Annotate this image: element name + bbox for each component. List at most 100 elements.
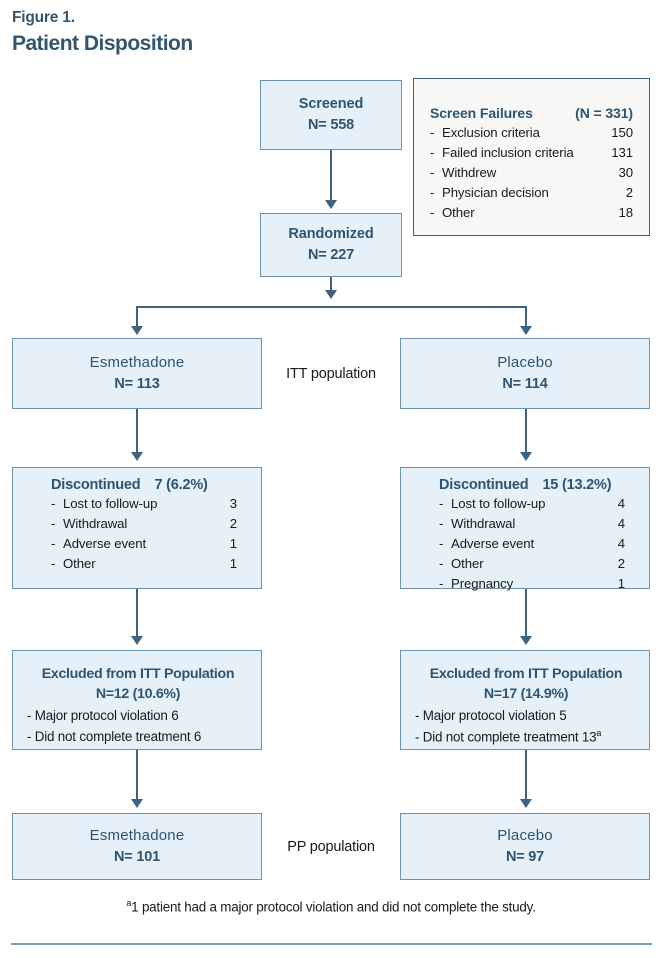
discontinued-right-value: 15 (13.2%): [542, 477, 612, 493]
panel-excluded-placebo: Excluded from ITT Population N=17 (14.9%…: [400, 650, 650, 750]
connector-excluded-right-pp: [525, 750, 527, 805]
list-item-value: 1: [229, 536, 237, 552]
bullet-dash: -: [439, 536, 444, 552]
arrowhead-itt-left: [131, 326, 143, 335]
list-item-value: 4: [617, 536, 625, 552]
bottom-divider: [11, 943, 652, 945]
node-itt-esmethadone-count: N= 113: [114, 375, 160, 392]
list-item-label: Withdrawal: [451, 516, 516, 532]
bullet-dash: -: [430, 125, 435, 140]
bullet-dash: -: [439, 496, 444, 511]
list-item-label: Lost to follow-up: [451, 496, 546, 511]
bullet-dash: -: [439, 516, 444, 532]
node-itt-esmethadone-title: Esmethadone: [89, 354, 185, 372]
list-item: - Other 1: [51, 554, 239, 574]
list-item-label: Exclusion criteria: [442, 125, 540, 140]
bullet-dash: -: [430, 185, 435, 201]
connector-split-horizontal: [136, 306, 526, 308]
list-item-value: 150: [611, 125, 633, 140]
arrowhead-excluded-right: [520, 636, 532, 645]
discontinued-right-heading: Discontinued: [439, 477, 529, 493]
connector-discontinued-left-excluded: [136, 589, 138, 641]
node-pp-placebo-count: N= 97: [505, 848, 545, 865]
arrowhead-discontinued-right: [520, 452, 532, 461]
arrowhead-discontinued-left: [131, 452, 143, 461]
list-item-label: Failed inclusion criteria: [442, 145, 574, 161]
node-itt-placebo-count: N= 114: [502, 375, 548, 392]
bullet-dash: -: [430, 205, 435, 221]
list-item: - Adverse event 4: [439, 534, 627, 554]
arrowhead-itt-right: [520, 326, 532, 335]
list-item: - Withdrew 30: [430, 163, 635, 183]
node-pp-esmethadone: Esmethadone N= 101: [12, 813, 262, 880]
list-item-value: 131: [611, 145, 633, 161]
arrowhead-randomized: [325, 200, 337, 209]
connector-split-right: [525, 306, 527, 332]
footnote-text: 1 patient had a major protocol violation…: [131, 899, 536, 915]
bullet-dash: -: [51, 496, 56, 511]
list-item-label: Adverse event: [451, 536, 535, 552]
node-itt-esmethadone: Esmethadone N= 113: [12, 338, 262, 409]
node-itt-placebo-title: Placebo: [497, 354, 553, 372]
list-item-label: Physician decision: [442, 185, 549, 201]
node-itt-placebo: Placebo N= 114: [400, 338, 650, 409]
list-item-value: 3: [229, 496, 237, 511]
list-item-label: Lost to follow-up: [63, 496, 158, 511]
list-item: - Lost to follow-up 4: [439, 494, 627, 514]
figure-footnote: a1 patient had a major protocol violatio…: [0, 898, 662, 914]
list-item-label: Other: [63, 556, 96, 572]
list-item-label: Adverse event: [63, 536, 147, 552]
list-item-label: Withdrew: [442, 165, 497, 181]
list-item: - Major protocol violation 5: [415, 707, 567, 723]
arrowhead-randomized-stem: [325, 290, 337, 299]
node-pp-placebo: Placebo N= 97: [400, 813, 650, 880]
panel-discontinued-placebo: Discontinued 15 (13.2%) - Lost to follow-…: [400, 467, 650, 591]
list-item: - Other 18: [430, 203, 635, 223]
page-title: Patient Disposition: [12, 32, 193, 55]
list-item: - Adverse event 1: [51, 534, 239, 554]
node-pp-esmethadone-title: Esmethadone: [89, 827, 185, 845]
list-item: - Exclusion criteria 150: [430, 123, 635, 143]
list-item: - Withdrawal 2: [51, 514, 239, 534]
list-item: - Lost to follow-up 3: [51, 494, 239, 514]
node-randomized: Randomized N= 227: [260, 213, 402, 277]
list-item-label: Other: [451, 556, 484, 572]
list-item: - Major protocol violation 6: [27, 707, 179, 723]
footnote-marker: a: [596, 727, 602, 738]
panel-screen-failures: Screen Failures (N = 331) - Exclusion cr…: [413, 78, 650, 236]
label-itt-population: ITT population: [286, 366, 376, 382]
arrowhead-pp-right: [520, 799, 532, 808]
list-item: - Failed inclusion criteria 131: [430, 143, 635, 163]
list-item-value: 18: [618, 205, 634, 221]
discontinued-left-value: 7 (6.2%): [154, 477, 208, 493]
list-item-value: 1: [617, 576, 625, 592]
list-item-label: Withdrawal: [63, 516, 128, 532]
footnote-marker: a: [126, 898, 132, 908]
connector-randomized-stem: [330, 277, 332, 297]
list-item-label: Pregnancy: [451, 576, 514, 592]
list-item: - Withdrawal 4: [439, 514, 627, 534]
node-pp-esmethadone-count: N= 101: [114, 848, 160, 865]
list-item-footnoted: - Did not complete treatment 13a: [415, 727, 637, 748]
bullet-dash: -: [430, 165, 435, 181]
list-item: - Other 2: [439, 554, 627, 574]
node-screened-count: N= 558: [308, 117, 354, 133]
excluded-right-count: N=17 (14.9%): [483, 685, 569, 702]
list-item-value: 4: [617, 496, 625, 511]
excluded-right-title: Excluded from ITT Population: [429, 666, 623, 682]
bullet-dash: -: [51, 536, 56, 552]
connector-itt-right-discontinued: [525, 409, 527, 457]
screen-failures-heading: Screen Failures: [430, 105, 533, 121]
arrowhead-pp-left: [131, 799, 143, 808]
list-item-label: - Did not complete treatment 13: [415, 729, 597, 745]
connector-split-left: [136, 306, 138, 332]
node-randomized-title: Randomized: [288, 225, 374, 242]
list-item: - Physician decision 2: [430, 183, 635, 203]
list-item-value: 2: [229, 516, 237, 532]
list-item-value: 2: [617, 556, 625, 572]
bullet-dash: -: [51, 556, 56, 572]
screen-failures-heading-row: Screen Failures (N = 331): [430, 105, 635, 121]
